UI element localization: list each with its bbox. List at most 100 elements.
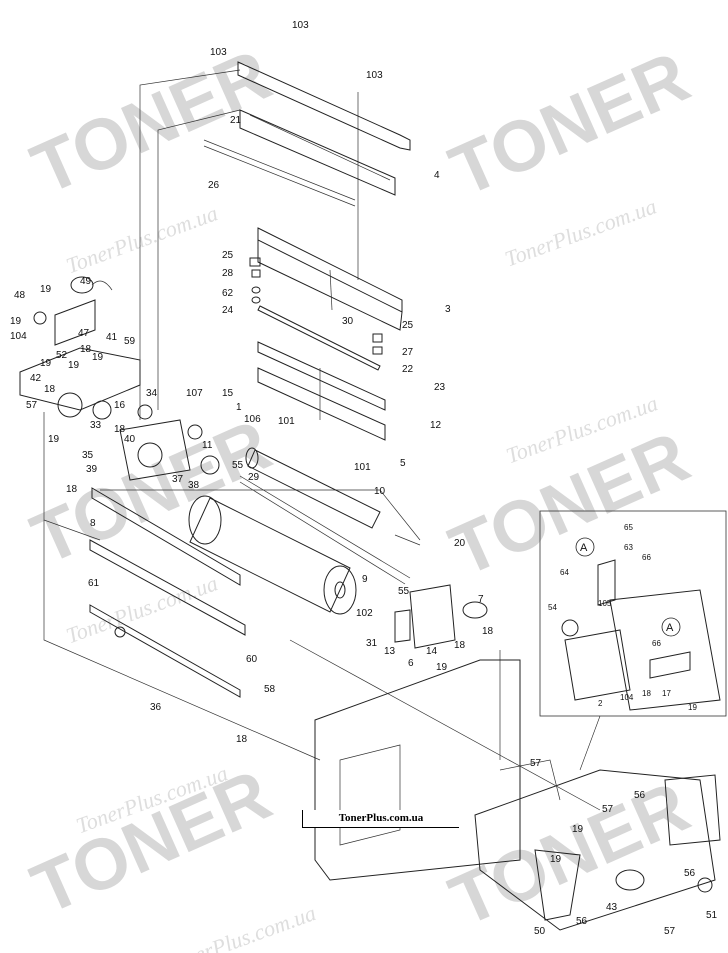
callout-18: 18 [80, 344, 92, 355]
callout-40: 40 [124, 434, 136, 445]
callout-55: 55 [232, 460, 244, 471]
callout-37: 37 [172, 474, 184, 485]
callout-3: 3 [445, 304, 451, 315]
callout-103: 103 [366, 70, 383, 81]
callout-65: 65 [624, 523, 633, 532]
callout-103: 103 [292, 20, 309, 31]
callout-8: 8 [90, 518, 96, 529]
callout-18: 18 [482, 626, 494, 637]
callout-56: 56 [684, 868, 696, 879]
clip-parts [249, 257, 383, 371]
callout-57: 57 [530, 758, 542, 769]
callout-36: 36 [150, 702, 162, 713]
guide-plates [257, 341, 386, 441]
callout-64: 64 [560, 568, 569, 577]
callout-47: 47 [78, 328, 90, 339]
callout-55: 55 [398, 586, 410, 597]
callout-35: 35 [82, 450, 94, 461]
callout-24: 24 [222, 305, 234, 316]
left-drive-assembly [19, 276, 220, 481]
watermark-brand: TONER [21, 35, 283, 210]
callout-19: 19 [92, 352, 104, 363]
watermark-brand: TONER [21, 755, 283, 930]
callout-23: 23 [434, 382, 446, 393]
callout-19: 19 [40, 284, 52, 295]
credit-label: TonerPlus.com.ua [302, 810, 459, 828]
callout-17: 17 [662, 689, 671, 698]
callout-104: 104 [10, 331, 27, 342]
callout-66: 66 [652, 639, 661, 648]
lower-side-frame [314, 659, 721, 931]
callout-43: 43 [606, 902, 618, 913]
callout-57: 57 [664, 926, 676, 937]
callout-34: 34 [146, 388, 158, 399]
callout-102: 102 [356, 608, 373, 619]
watermark-site: TonerPlus.com.ua [161, 900, 319, 953]
watermark-site: TonerPlus.com.ua [63, 200, 221, 278]
callout-1: 1 [236, 402, 242, 413]
callout-41: 41 [106, 332, 118, 343]
detail-marker-a [661, 617, 681, 637]
callout-60: 60 [246, 654, 258, 665]
callout-26: 26 [208, 180, 220, 191]
callout-19: 19 [572, 824, 584, 835]
callout-62: 62 [222, 288, 234, 299]
callout-19: 19 [550, 854, 562, 865]
callout-31: 31 [366, 638, 378, 649]
callout-50: 50 [534, 926, 546, 937]
callout-59: 59 [124, 336, 136, 347]
callout-16: 16 [114, 400, 126, 411]
callout-a: A [666, 622, 674, 634]
callout-21: 21 [230, 115, 242, 126]
callout-13: 13 [384, 646, 396, 657]
callout-57: 57 [26, 400, 38, 411]
callout-18: 18 [44, 384, 56, 395]
callout-54: 54 [548, 603, 557, 612]
callout-18: 18 [66, 484, 78, 495]
callout-61: 61 [88, 578, 100, 589]
callout-18: 18 [236, 734, 248, 745]
callout-25: 25 [222, 250, 234, 261]
callout-105: 105 [598, 599, 612, 608]
callout-18: 18 [114, 424, 126, 435]
callout-51: 51 [706, 910, 718, 921]
callout-19: 19 [48, 434, 60, 445]
detail-marker-a [575, 537, 595, 557]
callout-56: 56 [634, 790, 646, 801]
callout-48: 48 [14, 290, 26, 301]
callout-18: 18 [642, 689, 651, 698]
callout-4: 4 [434, 170, 440, 181]
callout-9: 9 [362, 574, 368, 585]
callout-labels: 103 103 103 21 4 26 25 28 62 24 3 30 25 … [10, 20, 718, 937]
callout-101: 101 [354, 462, 371, 473]
detail-inset [539, 510, 727, 771]
callout-57: 57 [602, 804, 614, 815]
callout-29: 29 [248, 472, 260, 483]
callout-58: 58 [264, 684, 276, 695]
lower-rails [89, 487, 246, 698]
callout-2: 2 [598, 699, 603, 708]
callout-28: 28 [222, 268, 234, 279]
callout-25: 25 [402, 320, 414, 331]
callout-22: 22 [402, 364, 414, 375]
callout-6: 6 [408, 658, 414, 669]
right-end-assembly [394, 534, 488, 649]
watermark-site: TonerPlus.com.ua [501, 193, 659, 271]
callout-19: 19 [688, 703, 697, 712]
callout-104: 104 [620, 693, 634, 702]
callout-20: 20 [454, 538, 466, 549]
charger-frame [257, 227, 403, 331]
callout-14: 14 [426, 646, 438, 657]
callout-11: 11 [202, 440, 213, 451]
callout-101: 101 [278, 416, 295, 427]
callout-18: 18 [454, 640, 466, 651]
watermark-brand: TONER [21, 405, 283, 580]
callout-49: 49 [80, 276, 92, 287]
callout-38: 38 [188, 480, 200, 491]
callout-19: 19 [436, 662, 448, 673]
callout-39: 39 [86, 464, 98, 475]
callout-a: A [580, 542, 588, 554]
watermark-brand: TONER [439, 37, 701, 212]
